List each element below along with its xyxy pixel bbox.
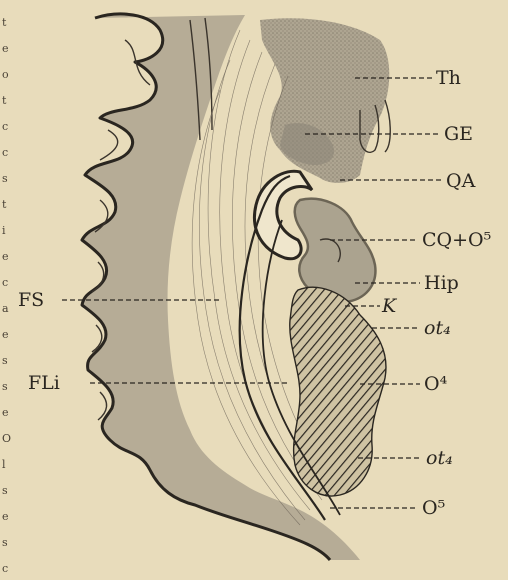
label-o4: O⁴ xyxy=(424,373,448,395)
svg-text:c: c xyxy=(2,276,8,289)
svg-text:t: t xyxy=(2,94,7,107)
label-qa: QA xyxy=(446,170,476,192)
svg-text:s: s xyxy=(2,380,8,393)
svg-text:e: e xyxy=(2,42,9,55)
svg-text:O: O xyxy=(2,432,11,445)
svg-text:s: s xyxy=(2,536,8,549)
svg-text:e: e xyxy=(2,250,9,263)
svg-text:i: i xyxy=(2,224,6,237)
thalamus-region xyxy=(260,18,390,183)
svg-text:e: e xyxy=(2,328,9,341)
label-fli: FLi xyxy=(28,372,60,394)
label-fs: FS xyxy=(18,289,44,311)
label-hip: Hip xyxy=(424,272,459,294)
svg-text:l: l xyxy=(2,458,6,471)
svg-text:s: s xyxy=(2,354,8,367)
page-edge-text: t e o t c c s t i e c a e s s e O l s e … xyxy=(2,16,11,575)
svg-text:o: o xyxy=(2,68,9,81)
svg-text:s: s xyxy=(2,484,8,497)
label-o5: O⁵ xyxy=(422,497,445,519)
svg-text:c: c xyxy=(2,120,8,133)
svg-text:c: c xyxy=(2,146,8,159)
svg-text:t: t xyxy=(2,198,7,211)
svg-text:s: s xyxy=(2,172,8,185)
label-k: K xyxy=(381,295,398,317)
svg-text:c: c xyxy=(2,562,8,575)
label-ge: GE xyxy=(444,123,473,145)
label-ot4-lower: ot₄ xyxy=(426,447,453,469)
striate-area xyxy=(290,287,386,496)
svg-text:e: e xyxy=(2,510,9,523)
label-ot4-upper: ot₄ xyxy=(424,317,451,339)
svg-text:t: t xyxy=(2,16,7,29)
label-cq-o5: CQ+O⁵ xyxy=(422,229,491,251)
svg-text:e: e xyxy=(2,406,9,419)
label-th: Th xyxy=(436,67,461,89)
svg-text:a: a xyxy=(2,302,9,315)
